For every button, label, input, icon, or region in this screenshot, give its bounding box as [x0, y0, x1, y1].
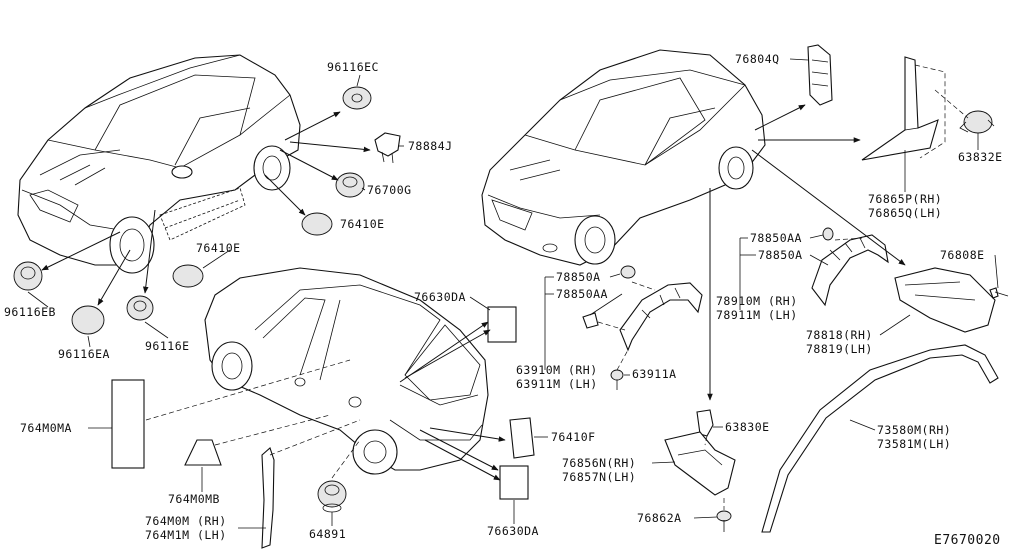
vehicle-front-left-view	[17, 54, 301, 274]
label-76700G: 76700G	[367, 183, 412, 197]
label-76857N: 76857N(LH)	[562, 470, 636, 484]
liner-78910M	[811, 234, 889, 307]
plug-96116E	[126, 295, 154, 321]
label-764M0MB: 764M0MB	[168, 492, 220, 506]
screw-76808E	[989, 287, 1009, 299]
label-63830E: 63830E	[725, 420, 770, 434]
label-764M0MA: 764M0MA	[20, 421, 72, 435]
label-78850AA-left: 78850AA	[556, 287, 608, 301]
clip-63830E	[696, 409, 714, 437]
vehicle-rear-view	[204, 267, 489, 475]
clip-78850AA-right	[822, 227, 834, 241]
mudguard-76856N	[664, 431, 736, 496]
screw-63911A	[610, 369, 624, 390]
leaders-car-1	[41, 111, 371, 306]
label-76410E-lower: 76410E	[196, 241, 241, 255]
grommet-76700G	[335, 172, 365, 198]
label-76862A: 76862A	[637, 511, 682, 525]
label-76808E: 76808E	[940, 248, 985, 262]
label-78910M: 78910M (RH)	[716, 294, 798, 308]
leaders-car-3	[597, 89, 969, 510]
label-76865P: 76865P(RH)	[868, 192, 942, 206]
pad-76410F	[509, 417, 535, 459]
label-78850AA-right: 78850AA	[750, 231, 802, 245]
label-764M0M: 764M0M (RH)	[145, 514, 227, 528]
tape-764M0MA	[111, 379, 145, 469]
label-78850A-left: 78850A	[556, 270, 601, 284]
label-78884J: 78884J	[408, 139, 453, 153]
label-78850A-right: 78850A	[758, 248, 803, 262]
label-76410F: 76410F	[551, 430, 596, 444]
vehicle-front-right-view	[481, 49, 766, 266]
clip-78850AA-left	[582, 312, 599, 329]
cover-76804Q	[807, 44, 833, 106]
label-63910M: 63910M (RH)	[516, 363, 598, 377]
grommet-64891	[317, 480, 347, 513]
label-76630DA-upper: 76630DA	[414, 290, 466, 304]
liner-63910M	[619, 282, 703, 352]
plug-76410E-lower	[172, 264, 204, 288]
label-96116EA: 96116EA	[58, 347, 110, 361]
clip-76862A	[716, 510, 732, 532]
clip-63832E	[959, 110, 995, 134]
label-76856N: 76856N(RH)	[562, 456, 636, 470]
tape-764M0MB	[184, 439, 222, 466]
pad-76630DA-lower	[499, 465, 529, 500]
molding-764M0M	[261, 447, 275, 549]
label-64891: 64891	[309, 527, 346, 541]
label-96116EB: 96116EB	[4, 305, 56, 319]
plug-76410E-upper	[301, 212, 333, 236]
guard-78818	[894, 267, 996, 333]
label-63911M: 63911M (LH)	[516, 377, 598, 391]
clip-96116EC	[342, 86, 372, 110]
label-76410E-upper: 76410E	[340, 217, 385, 231]
label-76630DA-lower: 76630DA	[487, 524, 539, 538]
label-63911A: 63911A	[632, 367, 677, 381]
label-78819: 78819(LH)	[806, 342, 873, 356]
label-73580M: 73580M(RH)	[877, 423, 951, 437]
molding-73580M	[761, 344, 999, 533]
plug-96116EA	[71, 305, 105, 335]
label-96116EC: 96116EC	[327, 60, 379, 74]
label-78818: 78818(RH)	[806, 328, 873, 342]
clip-78850A-left	[620, 265, 636, 279]
label-78911M: 78911M (LH)	[716, 308, 798, 322]
label-63832E: 63832E	[958, 150, 1003, 164]
diagram-id: E7670020	[934, 533, 1001, 548]
label-76865Q: 76865Q(LH)	[868, 206, 942, 220]
label-96116E: 96116E	[145, 339, 190, 353]
pad-76630DA-upper	[487, 306, 517, 343]
clip-78884J	[374, 132, 401, 164]
bracket-76865P	[861, 56, 946, 161]
leaders-car-2	[145, 321, 506, 481]
plug-96116EB	[13, 261, 43, 291]
label-76804Q: 76804Q	[735, 52, 780, 66]
label-73581M: 73581M(LH)	[877, 437, 951, 451]
label-764M1M: 764M1M (LH)	[145, 528, 227, 542]
